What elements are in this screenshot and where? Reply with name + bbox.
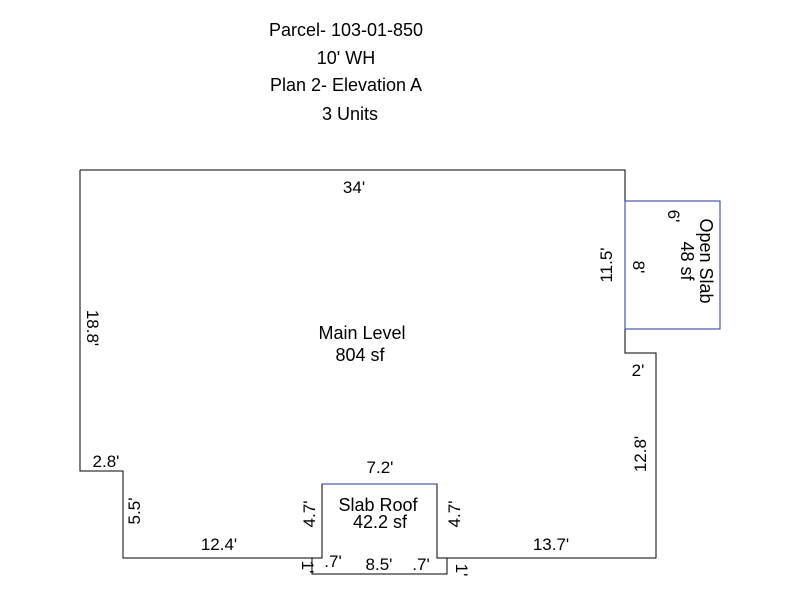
dim-bottom-left-step: 2.8' (93, 452, 120, 471)
slab-roof-offset-right: .7' (412, 555, 429, 574)
slab-roof-name: Slab Roof (338, 495, 418, 515)
slab-roof-right-side: 4.7' (445, 501, 464, 528)
units-label: 3 Units (322, 104, 378, 124)
dim-top: 34' (343, 178, 365, 197)
slab-roof-left-side: 4.7' (300, 501, 319, 528)
open-slab-name: Open Slab (696, 218, 716, 303)
slab-roof-base (311, 557, 448, 575)
dim-bottom-left: 12.4' (201, 535, 237, 554)
slab-roof-top: 7.2' (367, 458, 394, 477)
dim-bottom-right: 13.7' (533, 535, 569, 554)
slab-roof-foot-right: 1' (452, 564, 471, 577)
dim-right-step: 2' (632, 361, 645, 380)
dim-right-lower: 12.8' (631, 436, 650, 472)
open-slab-area: 48 sf (677, 241, 697, 281)
dim-left: 18.8' (83, 310, 102, 346)
dim-right-upper: 11.5' (597, 247, 616, 282)
parcel-label: Parcel- 103-01-850 (269, 20, 423, 40)
slab-roof-area: 42.2 sf (353, 512, 408, 532)
wall-height-label: 10' WH (317, 48, 375, 68)
plan-label: Plan 2- Elevation A (270, 75, 422, 95)
main-level-name: Main Level (318, 323, 405, 343)
dim-bottom-left-drop: 5.5' (125, 498, 144, 525)
open-slab-width: 6' (664, 210, 683, 223)
open-slab-outline (624, 200, 721, 330)
slab-roof-foot-left: 1' (298, 561, 317, 574)
main-level-area: 804 sf (335, 345, 385, 365)
slab-roof-offset-left: .7' (324, 552, 341, 571)
open-slab-length: 8' (629, 261, 648, 274)
slab-roof-bottom: 8.5' (366, 555, 393, 574)
